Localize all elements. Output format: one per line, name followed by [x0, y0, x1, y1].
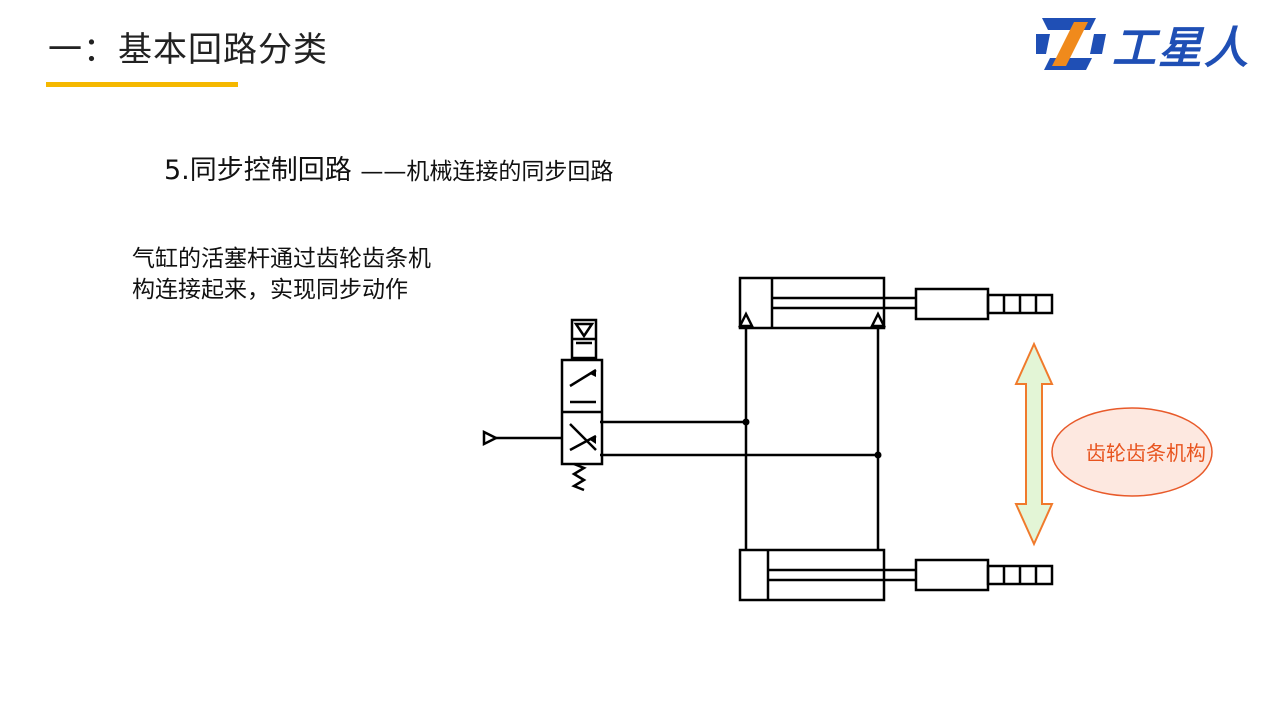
- description-line-2: 构连接起来，实现同步动作: [132, 277, 408, 303]
- air-source: [482, 429, 562, 447]
- title-underline: [46, 82, 238, 87]
- section-subtitle: 5.同步控制回路 ——机械连接的同步回路: [164, 148, 613, 187]
- description-line-1: 气缸的活塞杆通过齿轮齿条机: [132, 246, 431, 272]
- lower-cylinder: [738, 548, 1054, 602]
- gear-rack-label: 齿轮齿条机构: [1086, 441, 1206, 465]
- company-logo-icon: [1036, 18, 1106, 70]
- upper-cylinder: [738, 276, 1054, 330]
- logo-text: 工星人: [1112, 23, 1250, 74]
- gear-rack-ellipse: [1051, 407, 1213, 497]
- slide-title: 一：基本回路分类: [48, 30, 328, 70]
- description-text: 气缸的活塞杆通过齿轮齿条机 构连接起来，实现同步动作: [132, 244, 431, 306]
- directional-valve: [560, 318, 604, 492]
- subtitle-sub: ——机械连接的同步回路: [360, 159, 614, 185]
- sync-double-arrow-icon: [1014, 341, 1054, 547]
- subtitle-main: 5.同步控制回路: [164, 155, 361, 186]
- supply-lines: [600, 328, 880, 550]
